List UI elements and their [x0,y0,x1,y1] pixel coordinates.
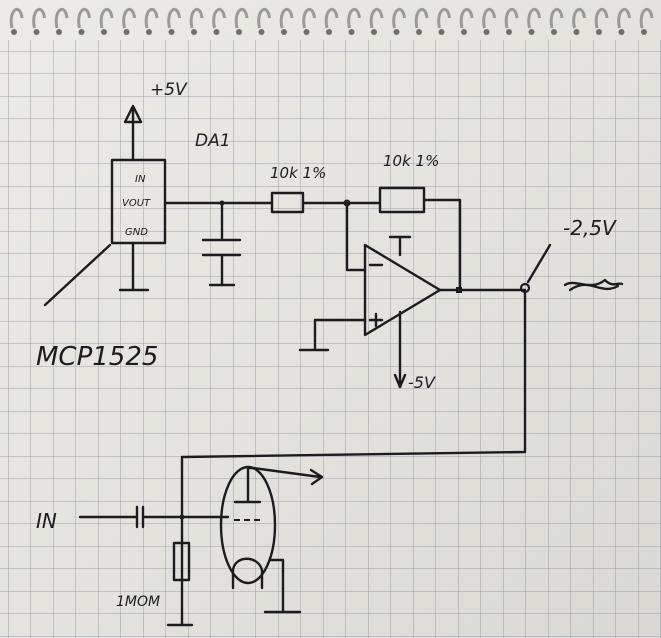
wire-inverting [301,201,382,272]
spiral-ring [572,7,586,29]
input-label: IN [36,509,57,533]
binding-hole [371,29,377,35]
binding-hole [191,29,197,35]
binding-hole [551,29,557,35]
supply-neg-label: -5V [408,373,436,392]
scribbled-out-text [563,278,624,292]
spiral-ring [527,7,541,29]
ic-ground [118,241,150,292]
binding-hole [213,29,220,35]
spiral-ring [482,7,496,29]
resistor-1-label: 10k 1% [270,164,326,182]
binding-hole [123,29,130,35]
spiral-ring [144,7,159,29]
spiral-ring [617,7,631,29]
supply-pos-label: +5V [150,80,188,100]
binding-hole [258,29,265,35]
spiral-ring [77,7,91,29]
spiral-binding [9,7,654,35]
binding-hole [33,29,40,35]
binding-hole [348,29,355,35]
spiral-ring [459,7,474,29]
binding-hole [416,29,422,35]
binding-hole [573,29,580,35]
ic-pin-vout: VOUT [122,198,151,209]
spiral-ring [99,7,114,29]
ic-designator-label: DA1 [195,131,231,151]
binding-hole [326,29,332,35]
spiral-ring [347,7,361,29]
tube-cathode-ground [263,558,302,614]
supply-arrow-icon [123,104,143,162]
neg-supply-arrow-icon [393,310,407,389]
filter-capacitor [163,201,274,287]
binding-hole [236,29,242,35]
grid-resistor [172,541,191,582]
binding-hole [56,29,62,35]
binding-hole [596,29,602,35]
spiral-ring [54,7,69,29]
spiral-ring [9,7,24,29]
opamp-vplus [388,235,412,257]
binding-hole [618,29,625,35]
spiral-ring [279,7,294,29]
ic-pin-gnd: GND [125,227,148,238]
input-coupling-capacitor [78,505,230,529]
binding-hole [461,29,467,35]
binding-hole [11,29,17,35]
tube-heater [231,557,264,590]
binding-hole [506,29,512,35]
ic-part-label: MCP1525 [36,342,158,372]
pointer-line [43,243,112,307]
ic-box [110,158,167,245]
spiral-ring [504,7,519,29]
spiral-ring [122,7,136,29]
spiral-ring [32,7,46,29]
output-voltage-label: -2,5V [563,216,617,240]
binding-hole [438,29,445,35]
opamp [363,243,442,337]
tube-anode [233,466,324,504]
spiral-ring [302,7,316,29]
resistor-2-label: 10k 1% [383,152,439,170]
spiral-ring [212,7,226,29]
grid-resistor-label: 1MOM [116,594,160,610]
spiral-ring [594,7,609,29]
opamp-signs [368,263,384,328]
spiral-ring [437,7,451,29]
binding-hole [641,29,647,35]
binding-hole [168,29,175,35]
spiral-ring [414,7,429,29]
spiral-ring [189,7,204,29]
binding-hole [78,29,85,35]
spiral-ring [324,7,339,29]
binding-hole [528,29,535,35]
spiral-ring [167,7,181,29]
spiral-ring [549,7,564,29]
binding-hole [146,29,152,35]
noninv-ground [298,318,367,352]
spiral-ring [639,7,654,29]
output-pointer [526,243,552,284]
grid-lines [0,40,661,638]
bias-wire [166,290,527,627]
binding-hole [393,29,400,35]
spiral-ring [234,7,249,29]
binding-hole [483,29,490,35]
binding-hole [101,29,107,35]
feedback-wire [422,198,462,292]
binding-hole [303,29,310,35]
spiral-ring [392,7,406,29]
ic-pin-in: IN [135,174,146,185]
binding-hole [281,29,287,35]
spiral-ring [369,7,384,29]
spiral-ring [257,7,271,29]
